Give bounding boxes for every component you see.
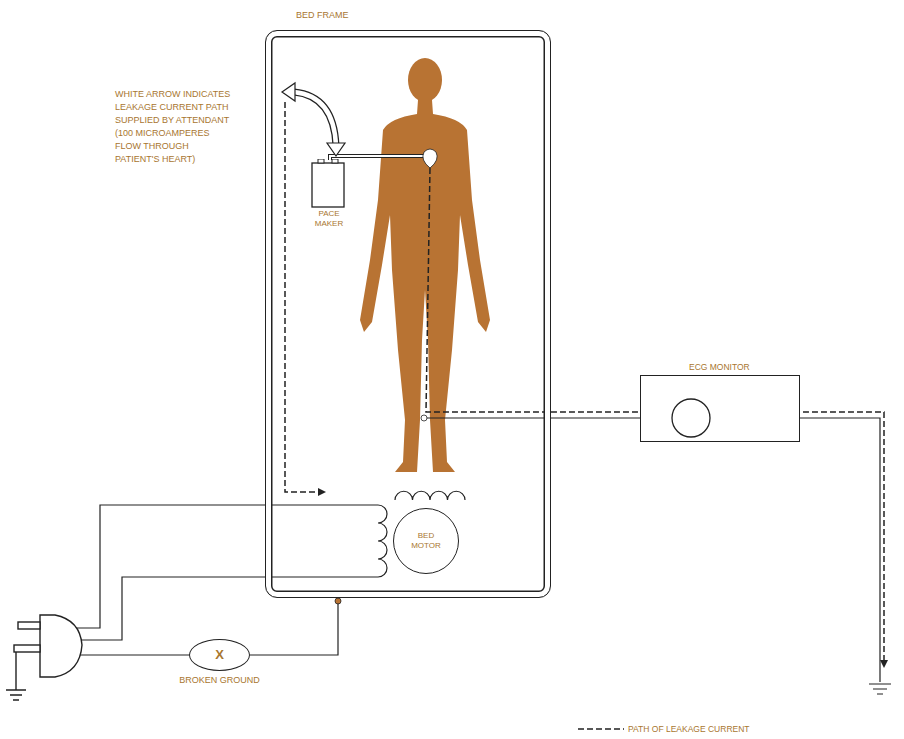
node-shape — [641, 376, 801, 443]
white-arrow — [294, 92, 336, 146]
broken-ground: XBROKEN GROUND — [189, 639, 250, 671]
pacemaker: PACE MAKER — [306, 159, 352, 243]
bed-motor: BED MOTOR — [393, 508, 459, 574]
patient-figure — [360, 58, 490, 472]
ecg-monitor: ECG MONITOR — [640, 375, 800, 442]
bed-frame: BED FRAMEPACE MAKERBED MOTOR — [265, 30, 551, 598]
arrow-head — [880, 660, 888, 668]
arrow-head — [327, 143, 345, 156]
node-shape — [306, 159, 352, 243]
node-label: X — [215, 648, 224, 662]
motor-wiring — [76, 491, 465, 655]
electrode — [421, 415, 427, 421]
node-label: ECG MONITOR — [687, 362, 752, 373]
heart — [423, 149, 437, 168]
power-plug — [6, 615, 82, 700]
ecg-wire — [424, 418, 891, 694]
node-label: BED MOTOR — [406, 531, 446, 551]
pacemaker-lead — [330, 156, 428, 160]
node-label: BED FRAME — [296, 9, 349, 21]
ground-wire — [250, 598, 341, 655]
node-label: PACE MAKER — [306, 209, 352, 229]
node-caption: BROKEN GROUND — [179, 674, 260, 686]
note-text: WHITE ARROW INDICATES LEAKAGE CURRENT PA… — [115, 88, 235, 166]
legend-sample — [578, 728, 624, 730]
arrow-head — [318, 488, 326, 496]
leakage-path — [285, 102, 884, 664]
pacemaker-lead — [330, 156, 428, 160]
legend-text: PATH OF LEAKAGE CURRENT — [628, 723, 750, 735]
arrow-head — [282, 83, 295, 101]
white-arrow — [294, 92, 336, 146]
